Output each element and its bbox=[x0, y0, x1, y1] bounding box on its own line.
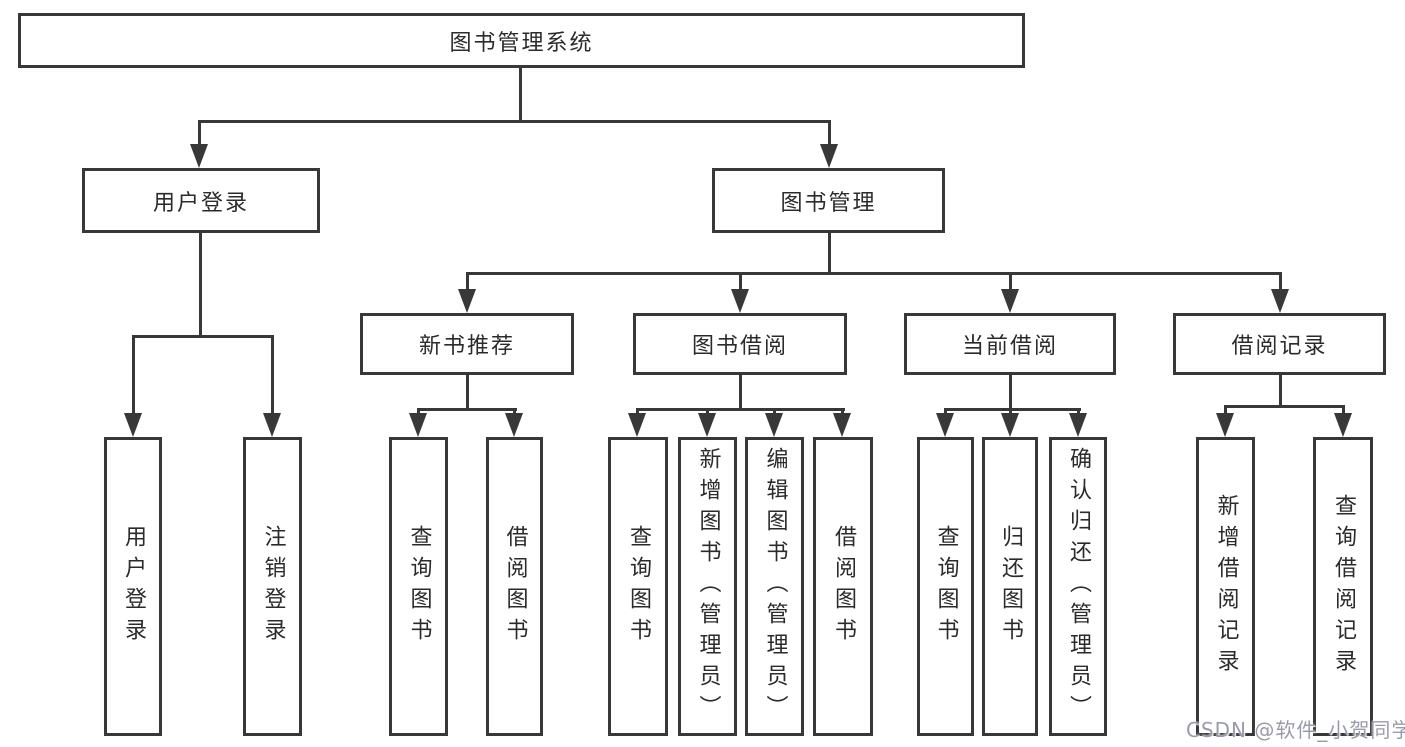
arrowhead-borrow-leaf3 bbox=[765, 413, 783, 437]
edge-mgmt-borrow-shaft bbox=[739, 272, 742, 292]
leaf-newbooks-borrow-books: 借阅图书 bbox=[486, 437, 543, 736]
edge-mgmt-branch bbox=[466, 272, 1282, 275]
node-current-borrow: 当前借阅 bbox=[904, 313, 1116, 375]
edge-mgmt-current-shaft bbox=[1009, 272, 1012, 292]
node-book-borrow: 图书借阅 bbox=[633, 313, 847, 375]
edge-root-to-mgmt-shaft bbox=[828, 120, 831, 146]
leaf-edit-books-admin: 编辑图书（管理员） bbox=[745, 437, 804, 736]
arrowhead-to-user-login bbox=[190, 144, 208, 168]
arrowhead-to-book-borrow bbox=[731, 289, 749, 313]
edge-mgmt-newbooks-shaft bbox=[466, 272, 469, 292]
leaf-return-books: 归还图书 bbox=[982, 437, 1038, 736]
arrowhead-records-leaf2 bbox=[1334, 413, 1352, 437]
arrowhead-newbooks-leaf2 bbox=[505, 413, 523, 437]
leaf-add-borrow-record: 新增借阅记录 bbox=[1196, 437, 1255, 736]
leaf-query-borrow-record: 查询借阅记录 bbox=[1313, 437, 1373, 736]
arrowhead-to-new-books bbox=[458, 289, 476, 313]
arrowhead-current-leaf3 bbox=[1069, 413, 1087, 437]
arrowhead-borrow-leaf4 bbox=[833, 413, 851, 437]
edge-mgmt-stub bbox=[828, 233, 831, 274]
edge-login-branch bbox=[132, 335, 273, 338]
arrowhead-borrow-leaf1 bbox=[628, 413, 646, 437]
arrowhead-to-current-borrow bbox=[1001, 289, 1019, 313]
arrowhead-newbooks-leaf1 bbox=[409, 413, 427, 437]
edge-records-branch bbox=[1224, 405, 1345, 408]
leaf-user-login: 用户登录 bbox=[104, 437, 162, 736]
edge-newbooks-branch bbox=[417, 408, 517, 411]
edge-root-to-login-shaft bbox=[198, 120, 201, 146]
edge-login-leaf2-shaft bbox=[271, 335, 274, 415]
edge-records-leaf1-shaft bbox=[1224, 405, 1227, 417]
arrowhead-records-leaf1 bbox=[1216, 413, 1234, 437]
arrowhead-to-login-leaf2 bbox=[263, 413, 281, 437]
leaf-add-books-admin: 新增图书（管理员） bbox=[678, 437, 737, 736]
edge-records-stub bbox=[1279, 375, 1282, 408]
arrowhead-borrow-leaf2 bbox=[698, 413, 716, 437]
arrowhead-to-book-mgmt bbox=[820, 144, 838, 168]
edge-borrow-stub bbox=[739, 375, 742, 411]
edge-newbooks-stub bbox=[466, 375, 469, 411]
csdn-watermark: CSDN @软件_小贺同学 bbox=[1186, 718, 1405, 742]
node-book-mgmt: 图书管理 bbox=[712, 168, 945, 233]
edge-records-leaf2-shaft bbox=[1342, 405, 1345, 417]
leaf-borrow-books: 借阅图书 bbox=[813, 437, 873, 736]
leaf-current-query-books: 查询图书 bbox=[917, 437, 974, 736]
edge-login-leaf1-shaft bbox=[132, 335, 135, 415]
edge-borrow-branch bbox=[636, 408, 845, 411]
node-user-login: 用户登录 bbox=[82, 168, 320, 233]
edge-root-branch bbox=[198, 120, 831, 123]
leaf-confirm-return-admin: 确认归还（管理员） bbox=[1049, 437, 1107, 736]
node-borrow-records: 借阅记录 bbox=[1173, 313, 1386, 375]
arrowhead-to-login-leaf1 bbox=[124, 413, 142, 437]
arrowhead-to-borrow-records bbox=[1271, 289, 1289, 313]
node-new-books: 新书推荐 bbox=[360, 313, 574, 375]
leaf-logout: 注销登录 bbox=[243, 437, 302, 736]
edge-mgmt-records-shaft bbox=[1279, 272, 1282, 292]
leaf-newbooks-query-books: 查询图书 bbox=[389, 437, 448, 736]
node-root-library-system: 图书管理系统 bbox=[18, 13, 1025, 68]
leaf-borrow-query-books: 查询图书 bbox=[608, 437, 668, 736]
arrowhead-current-leaf2 bbox=[1001, 413, 1019, 437]
arrowhead-current-leaf1 bbox=[936, 413, 954, 437]
edge-login-stub bbox=[199, 233, 202, 335]
edge-current-stub bbox=[1009, 375, 1012, 411]
edge-root-stub bbox=[519, 68, 522, 120]
edge-current-branch bbox=[944, 408, 1081, 411]
